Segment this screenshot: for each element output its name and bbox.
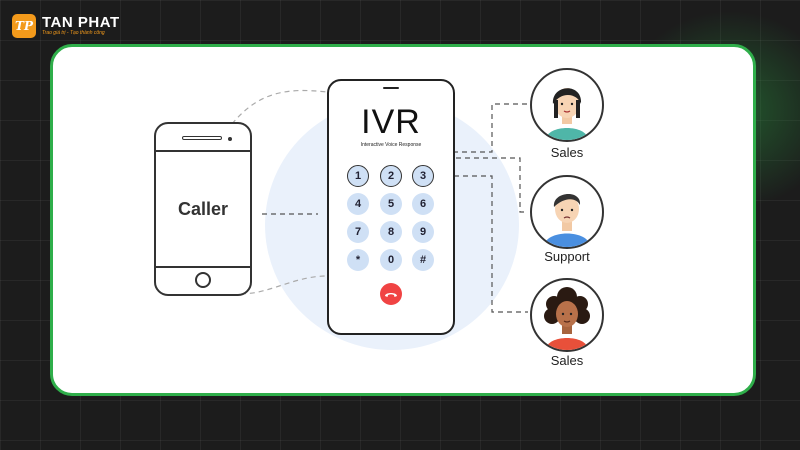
agent-avatar-sales-2 bbox=[530, 278, 604, 352]
ivr-notch bbox=[383, 87, 399, 89]
ivr-key-1: 1 bbox=[347, 165, 369, 187]
caller-label: Caller bbox=[177, 198, 229, 219]
ivr-key-4: 4 bbox=[347, 193, 369, 215]
caller-screen: Caller bbox=[156, 150, 250, 268]
agent-avatar-sales-1 bbox=[530, 68, 604, 142]
brand-name: TAN PHAT bbox=[42, 14, 120, 31]
brand-tagline: Trao giá trị - Tạo thành công bbox=[42, 30, 105, 36]
brand-logo-block: TP TAN PHAT Trao giá trị - Tạo thành côn… bbox=[12, 14, 120, 38]
ivr-key-3: 3 bbox=[412, 165, 434, 187]
ivr-key-hash: # bbox=[412, 249, 434, 271]
ivr-key-0: 0 bbox=[380, 249, 402, 271]
ivr-title: IVR bbox=[361, 103, 421, 141]
caller-top-arc bbox=[231, 89, 328, 125]
ivr-key-star: * bbox=[347, 249, 369, 271]
caller-home-button bbox=[195, 272, 211, 288]
ivr-key-7: 7 bbox=[347, 221, 369, 243]
ivr-subtitle: Interactive Voice Response bbox=[360, 142, 422, 148]
key1-to-agent1-line bbox=[357, 103, 528, 165]
phone-hangup-icon bbox=[380, 283, 402, 305]
caller-phone: Caller bbox=[154, 122, 252, 296]
ivr-key-2: 2 bbox=[380, 165, 402, 187]
agent-avatar-support bbox=[530, 175, 604, 249]
ivr-key-8: 8 bbox=[380, 221, 402, 243]
agent-label-sales-2: Sales bbox=[550, 353, 584, 368]
key3-to-agent3-line bbox=[436, 175, 528, 313]
ivr-key-5: 5 bbox=[380, 193, 402, 215]
woman-short-hair-avatar-icon bbox=[546, 88, 588, 140]
agent-label-sales-1: Sales bbox=[550, 145, 584, 160]
caller-camera bbox=[228, 137, 232, 141]
ivr-key-9: 9 bbox=[412, 221, 434, 243]
man-avatar-icon bbox=[544, 193, 590, 247]
agent-label-support: Support bbox=[544, 249, 590, 264]
woman-curly-hair-avatar-icon bbox=[544, 287, 590, 350]
ivr-key-6: 6 bbox=[412, 193, 434, 215]
caller-speaker bbox=[182, 136, 222, 140]
brand-logo-icon: TP bbox=[12, 14, 36, 38]
